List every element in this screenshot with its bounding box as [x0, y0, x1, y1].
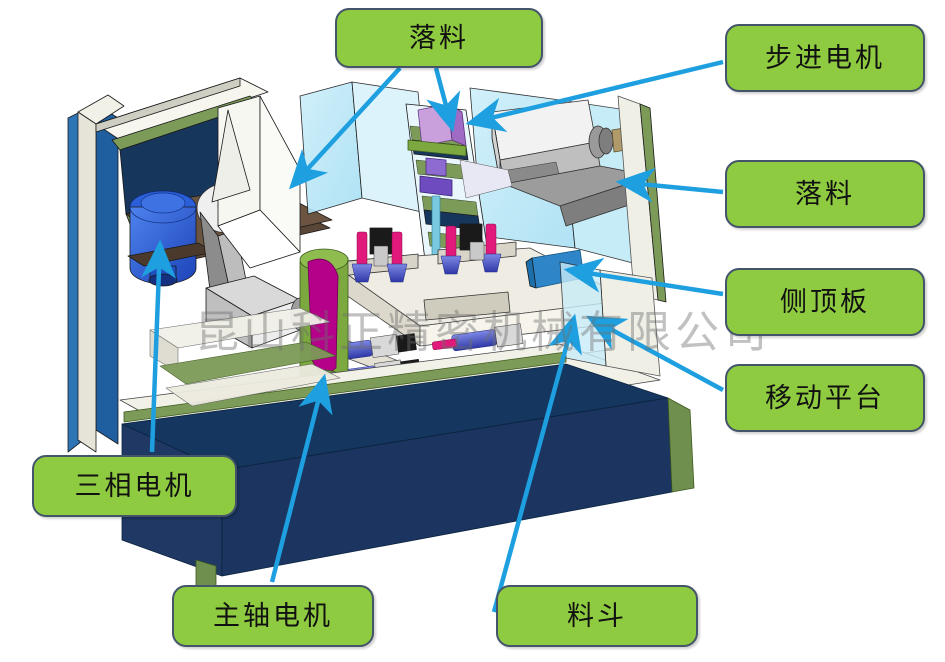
- callout-label: 落料: [795, 178, 855, 210]
- leader-lines: [141, 59, 725, 613]
- blanking-chute: [217, 209, 301, 269]
- callout-label: 主轴电机: [213, 600, 333, 632]
- leader-luoliao-top: [288, 66, 402, 190]
- side-panel-blue-face: [95, 103, 119, 445]
- leader-ce-ding-ban: [563, 257, 724, 297]
- callout-zhuzhou-dianji[interactable]: 主轴电机: [172, 585, 374, 647]
- leader-luoliao-top-2: [426, 67, 461, 133]
- rail-right-green: [639, 103, 667, 303]
- three-phase-motor: [129, 190, 197, 287]
- leader-bujin-dianji: [465, 59, 724, 133]
- callout-ce-ding-ban[interactable]: 侧顶板: [725, 268, 925, 336]
- chute-triangle: [211, 109, 251, 203]
- callout-liaodou[interactable]: 料斗: [496, 585, 698, 647]
- callout-luoliao-right[interactable]: 落料: [725, 160, 925, 228]
- machine-assembly: [67, 77, 695, 595]
- rail-green-front: [123, 351, 567, 423]
- callout-sanxiang-dianji[interactable]: 三相电机: [32, 455, 237, 517]
- callout-yidong-pingtai[interactable]: 移动平台: [725, 364, 925, 432]
- callout-label: 步进电机: [765, 42, 885, 74]
- callout-label: 三相电机: [74, 470, 195, 502]
- callout-label: 料斗: [567, 600, 627, 632]
- callout-luoliao-top[interactable]: 落料: [335, 8, 543, 68]
- frame-top-rear-edge: [95, 77, 241, 133]
- inner-panel-right: [599, 269, 661, 377]
- leader-liaodou: [491, 313, 582, 613]
- leader-zhuzhou-dianji: [269, 373, 333, 583]
- glass-panel-left: [299, 81, 363, 215]
- piston-array-upper: [339, 223, 517, 283]
- frame-left-column: [77, 111, 97, 453]
- callout-bujin-dianji[interactable]: 步进电机: [725, 24, 925, 92]
- leader-luoliao-right: [615, 167, 724, 203]
- leader-yidong-pingtai: [586, 315, 725, 392]
- leader-sanxiang-dianji: [141, 239, 177, 453]
- interior-shelves: [149, 307, 341, 407]
- callout-label: 落料: [409, 22, 469, 54]
- base-edge-right: [667, 397, 695, 493]
- callout-label: 移动平台: [765, 382, 885, 414]
- callout-label: 侧顶板: [780, 286, 870, 318]
